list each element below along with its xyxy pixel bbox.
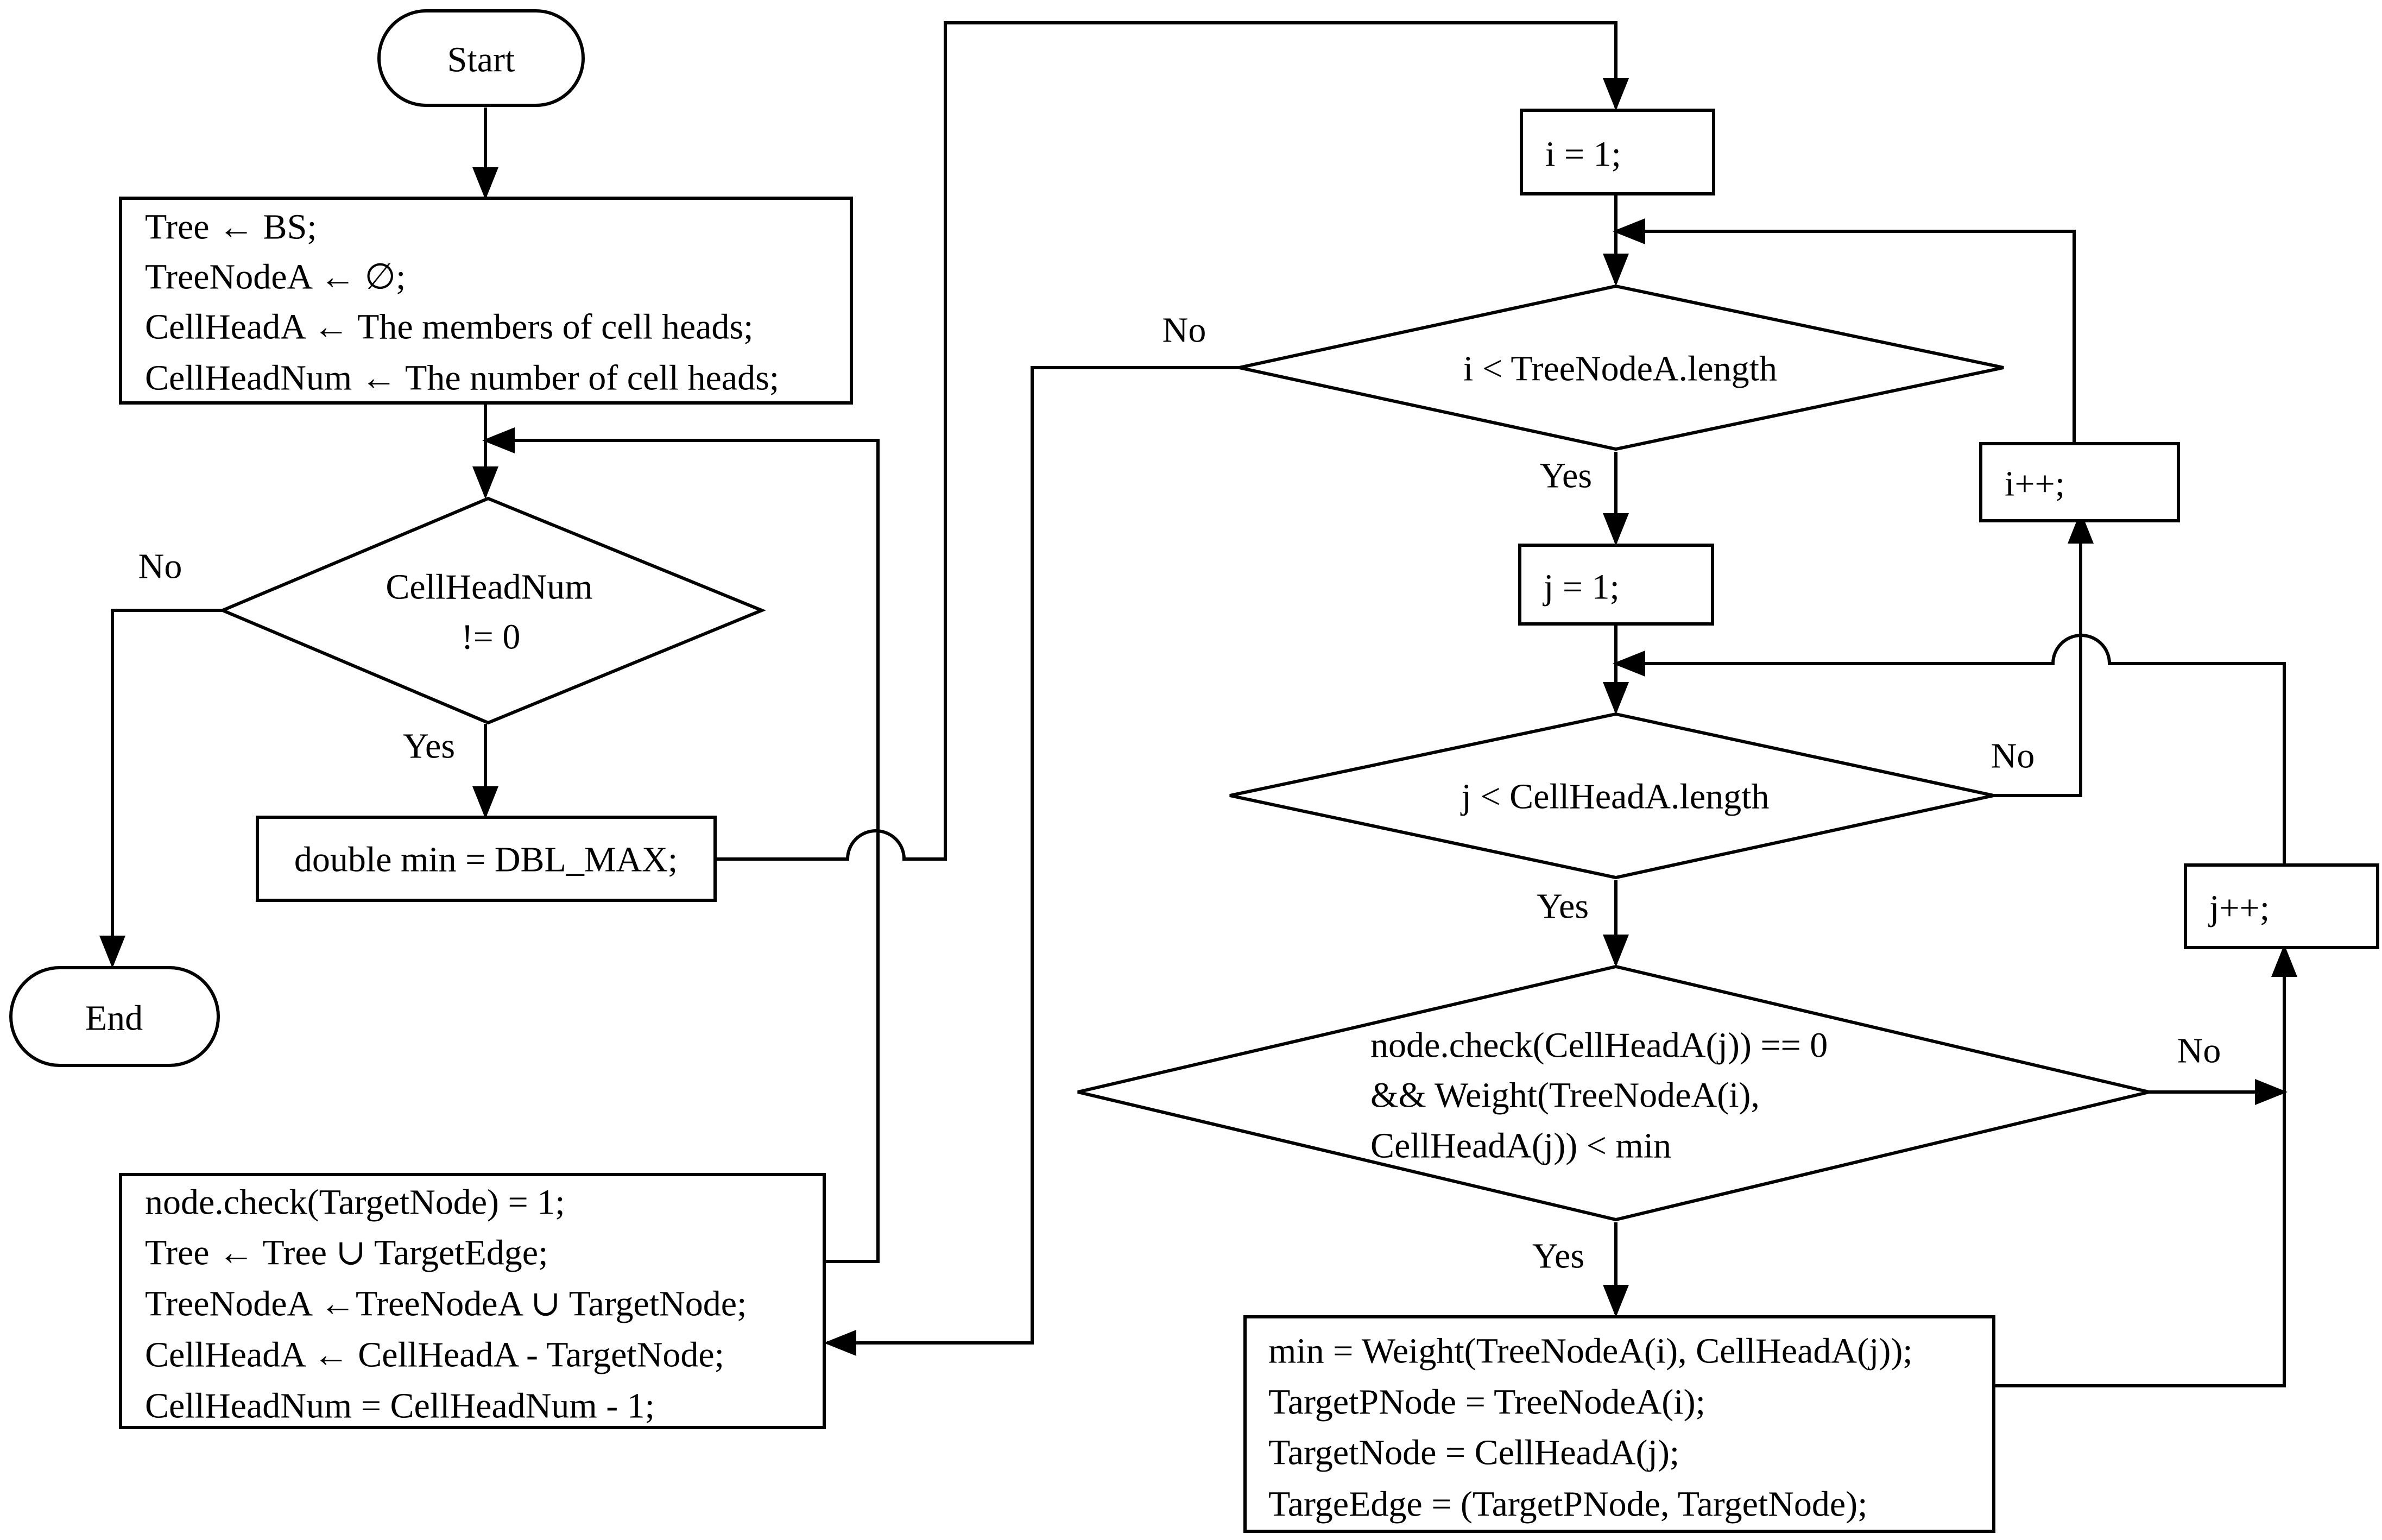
no-label-cellheadnum: No	[138, 547, 182, 586]
i-init-text: i = 1;	[1545, 135, 1621, 174]
check-decision-line: node.check(CellHeadA(j)) == 0	[1370, 1026, 1828, 1065]
init-line: CellHeadA ← The members of cell heads;	[145, 307, 753, 347]
no-label-check: No	[2177, 1031, 2221, 1071]
assign-line: min = Weight(TreeNodeA(i), CellHeadA(j))…	[1268, 1331, 1913, 1371]
start-terminal: Start	[377, 9, 585, 107]
assign-block: min = Weight(TreeNodeA(i), CellHeadA(j))…	[1243, 1315, 1995, 1533]
i-decision-text: i < TreeNodeA.length	[1463, 349, 1777, 389]
cellheadnum-decision: CellHeadNum != 0	[218, 496, 766, 725]
assign-line: TargetPNode = TreeNodeA(i);	[1268, 1383, 1705, 1422]
no-label-j: No	[1991, 736, 2035, 776]
double-min-text: double min = DBL_MAX;	[294, 840, 678, 880]
no-label-i: No	[1162, 311, 1206, 350]
connector-i-inc-to-cond-i	[1613, 218, 2076, 444]
init-block: Tree ← BS; TreeNodeA ← ∅; CellHeadA ← Th…	[119, 197, 853, 405]
init-line: TreeNodeA ← ∅;	[145, 257, 406, 297]
j-decision: j < CellHeadA.length	[1229, 712, 1994, 880]
end-terminal: End	[9, 966, 220, 1067]
start-label: Start	[447, 40, 515, 80]
update-line: CellHeadA ← CellHeadA - TargetNode;	[145, 1335, 724, 1375]
update-line: node.check(TargetNode) = 1;	[145, 1183, 565, 1222]
cellheadnum-decision-line: != 0	[462, 617, 521, 657]
connectors	[99, 21, 2297, 1387]
i-decision: i < TreeNodeA.length	[1239, 284, 2004, 451]
j-init-block: j = 1;	[1518, 544, 1714, 626]
double-min-block: double min = DBL_MAX;	[256, 816, 717, 902]
connector-update-to-cond	[482, 427, 880, 1263]
update-line: CellHeadNum = CellHeadNum - 1;	[145, 1386, 655, 1426]
j-decision-text: j < CellHeadA.length	[1461, 777, 1770, 817]
yes-label-i: Yes	[1540, 456, 1592, 496]
assign-line: TargeEdge = (TargetPNode, TargetNode);	[1268, 1485, 1867, 1524]
i-inc-text: i++;	[2005, 464, 2065, 504]
check-decision-line: && Weight(TreeNodeA(i),	[1370, 1076, 1760, 1115]
yes-label-j: Yes	[1537, 887, 1589, 926]
j-inc-text: j++;	[2208, 888, 2270, 928]
i-inc-block: i++;	[1979, 442, 2180, 522]
j-inc-block: j++;	[2184, 863, 2379, 949]
check-decision-line: CellHeadA(j)) < min	[1370, 1126, 1671, 1166]
update-line: Tree ← Tree ∪ TargetEdge;	[145, 1233, 548, 1273]
connector-j-inc-to-cond-j	[1613, 634, 2286, 865]
connector-cond-no-to-end	[99, 609, 223, 968]
update-block: node.check(TargetNode) = 1; Tree ← Tree …	[119, 1173, 826, 1429]
connector-min-to-i-init	[715, 21, 1629, 861]
i-init-block: i = 1;	[1520, 109, 1715, 195]
init-line: CellHeadNum ← The number of cell heads;	[145, 358, 779, 398]
update-line: TreeNodeA ←TreeNodeA ∪ TargetNode;	[145, 1284, 747, 1324]
connector-cond-i-no-to-update	[824, 366, 1239, 1356]
yes-label-cellheadnum: Yes	[403, 727, 455, 766]
check-decision: node.check(CellHeadA(j)) == 0 && Weight(…	[1077, 964, 2150, 1222]
assign-line: TargetNode = CellHeadA(j);	[1268, 1433, 1679, 1473]
init-line: Tree ← BS;	[145, 207, 317, 247]
j-init-text: j = 1;	[1543, 567, 1620, 607]
cellheadnum-decision-line: CellHeadNum	[386, 567, 592, 607]
connector-cond-j-no-to-i-inc	[1994, 511, 2094, 797]
yes-label-check: Yes	[1532, 1236, 1584, 1276]
end-label: End	[85, 999, 143, 1038]
connector-assign-to-j-inc	[1994, 944, 2297, 1387]
